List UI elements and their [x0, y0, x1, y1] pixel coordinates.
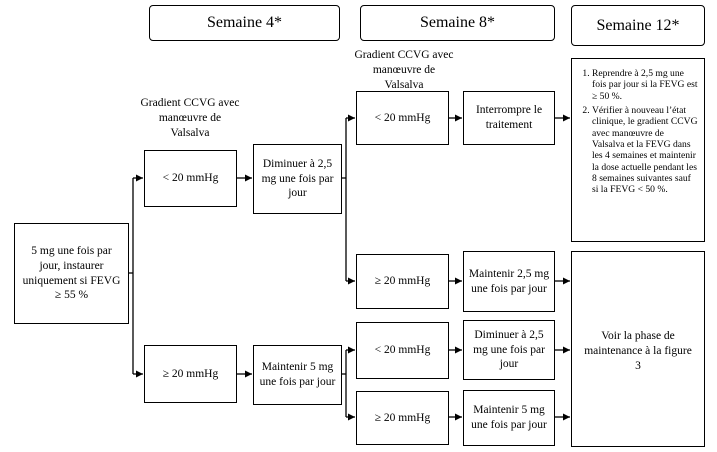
week8-gradient-b-low: < 20 mmHg: [356, 322, 449, 379]
week12-note-2: Vérifier à nouveau l’état clinique, le g…: [592, 105, 698, 196]
gradient-label-week-4: Gradient CCVG avec manœuvre de Valsalva: [140, 97, 240, 139]
week8-action-stop: Interrompre le traitement: [463, 91, 555, 145]
week4-action-reduce: Diminuer à 2,5 mg une fois par jour: [253, 144, 342, 214]
week8-gradient-a-high: ≥ 20 mmHg: [356, 254, 449, 309]
week8-action-maintain-5: Maintenir 5 mg une fois par jour: [463, 390, 555, 446]
week12-notes-box: Reprendre à 2,5 mg une fois par jour si …: [571, 58, 705, 242]
header-week-4: Semaine 4*: [149, 5, 340, 41]
week4-gradient-high: ≥ 20 mmHg: [144, 345, 237, 403]
gradient-label-week-8: Gradient CCVG avec manœuvre de Valsalva: [354, 49, 454, 91]
header-week-12: Semaine 12*: [571, 5, 705, 46]
start-dose-box: 5 mg une fois par jour, instaurer unique…: [14, 223, 129, 324]
header-week-8: Semaine 8*: [360, 5, 555, 41]
week8-gradient-a-low: < 20 mmHg: [356, 91, 449, 145]
week12-maintenance-box: Voir la phase de maintenance à la figure…: [571, 251, 705, 447]
week8-action-maintain-2-5: Maintenir 2,5 mg une fois par jour: [463, 251, 555, 312]
week8-action-reduce: Diminuer à 2,5 mg une fois par jour: [463, 320, 555, 380]
week4-action-maintain: Maintenir 5 mg une fois par jour: [253, 345, 342, 405]
week12-note-1: Reprendre à 2,5 mg une fois par jour si …: [592, 68, 698, 102]
week8-gradient-b-high: ≥ 20 mmHg: [356, 391, 449, 445]
week4-gradient-low: < 20 mmHg: [144, 150, 237, 207]
